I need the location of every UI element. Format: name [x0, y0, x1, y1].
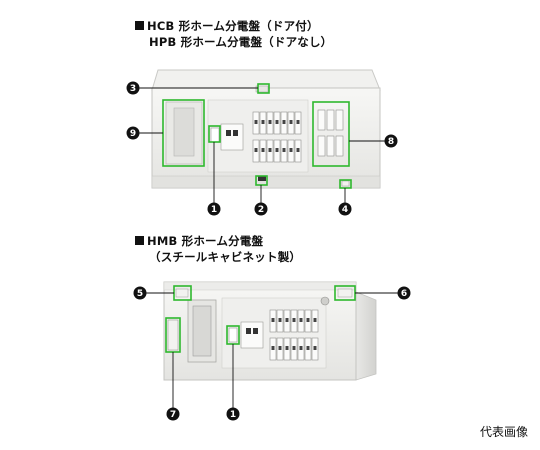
callout-7: 7	[166, 407, 180, 421]
svg-text:7: 7	[170, 410, 176, 420]
svg-text:8: 8	[388, 137, 394, 147]
top-leader-lines	[139, 87, 385, 203]
top-panel-drawing	[139, 69, 385, 203]
callout-8: 8	[384, 134, 398, 148]
bottom-panel-subtitle: （スチールキャビネット製）	[149, 249, 301, 265]
top-highlights	[162, 83, 352, 189]
top-panel-subtitle: HPB 形ホーム分電盤（ドアなし）	[149, 34, 332, 50]
svg-text:6: 6	[401, 289, 407, 299]
highlight-small-breaker	[208, 125, 221, 143]
bottom-screw-icon	[320, 296, 330, 306]
svg-text:1: 1	[211, 205, 217, 215]
callout-markers: 3 9 8 1 2 4 5 6 7 1	[126, 81, 411, 421]
top-right-breakers	[317, 109, 344, 157]
svg-text:2: 2	[258, 205, 264, 215]
top-main-breaker	[220, 123, 244, 151]
bottom-top-right-fitting	[337, 288, 353, 298]
svg-text:5: 5	[137, 289, 143, 299]
highlight-side-tab	[339, 179, 352, 189]
top-latch	[258, 176, 266, 181]
svg-text:3: 3	[130, 84, 136, 94]
bottom-main-breaker	[240, 321, 264, 349]
bottom-title-line2: （スチールキャビネット製）	[149, 250, 302, 264]
svg-text:9: 9	[130, 129, 136, 139]
callout-3: 3	[126, 81, 140, 95]
callout-6: 6	[397, 286, 411, 300]
callout-1-bottom: 1	[226, 407, 240, 421]
top-title-line1: HCB 形ホーム分電盤（ドア付）	[147, 19, 319, 33]
callout-9: 9	[126, 126, 140, 140]
top-small-breaker	[210, 127, 220, 143]
callout-4: 4	[338, 202, 352, 216]
top-panel-title: HCB 形ホーム分電盤（ドア付）	[135, 18, 319, 34]
bottom-left-strip	[167, 319, 179, 351]
top-title-line2: HPB 形ホーム分電盤（ドアなし）	[149, 35, 333, 49]
bullet-square-icon	[135, 21, 144, 30]
top-hood-hinge	[255, 85, 269, 93]
top-side-tab	[341, 180, 350, 187]
bottom-leader-lines	[146, 292, 398, 408]
highlight-hinge	[257, 83, 270, 94]
bottom-title-line1: HMB 形ホーム分電盤	[147, 234, 264, 248]
bottom-panel-side	[355, 291, 377, 381]
svg-text:4: 4	[342, 205, 348, 215]
svg-text:1: 1	[230, 410, 236, 420]
highlight-right-breakers	[312, 101, 350, 167]
bottom-top-left-fitting	[175, 288, 189, 298]
highlight-latch	[255, 175, 268, 186]
callout-2: 2	[254, 202, 268, 216]
top-left-cover-inner	[173, 107, 195, 157]
bottom-small-breaker	[228, 327, 238, 343]
bottom-panel-title: HMB 形ホーム分電盤	[135, 233, 263, 249]
bullet-square-icon	[135, 236, 144, 245]
callout-1: 1	[207, 202, 221, 216]
bottom-panel-drawing	[146, 281, 398, 408]
representative-image-caption: 代表画像	[479, 425, 528, 439]
callout-5: 5	[133, 286, 147, 300]
